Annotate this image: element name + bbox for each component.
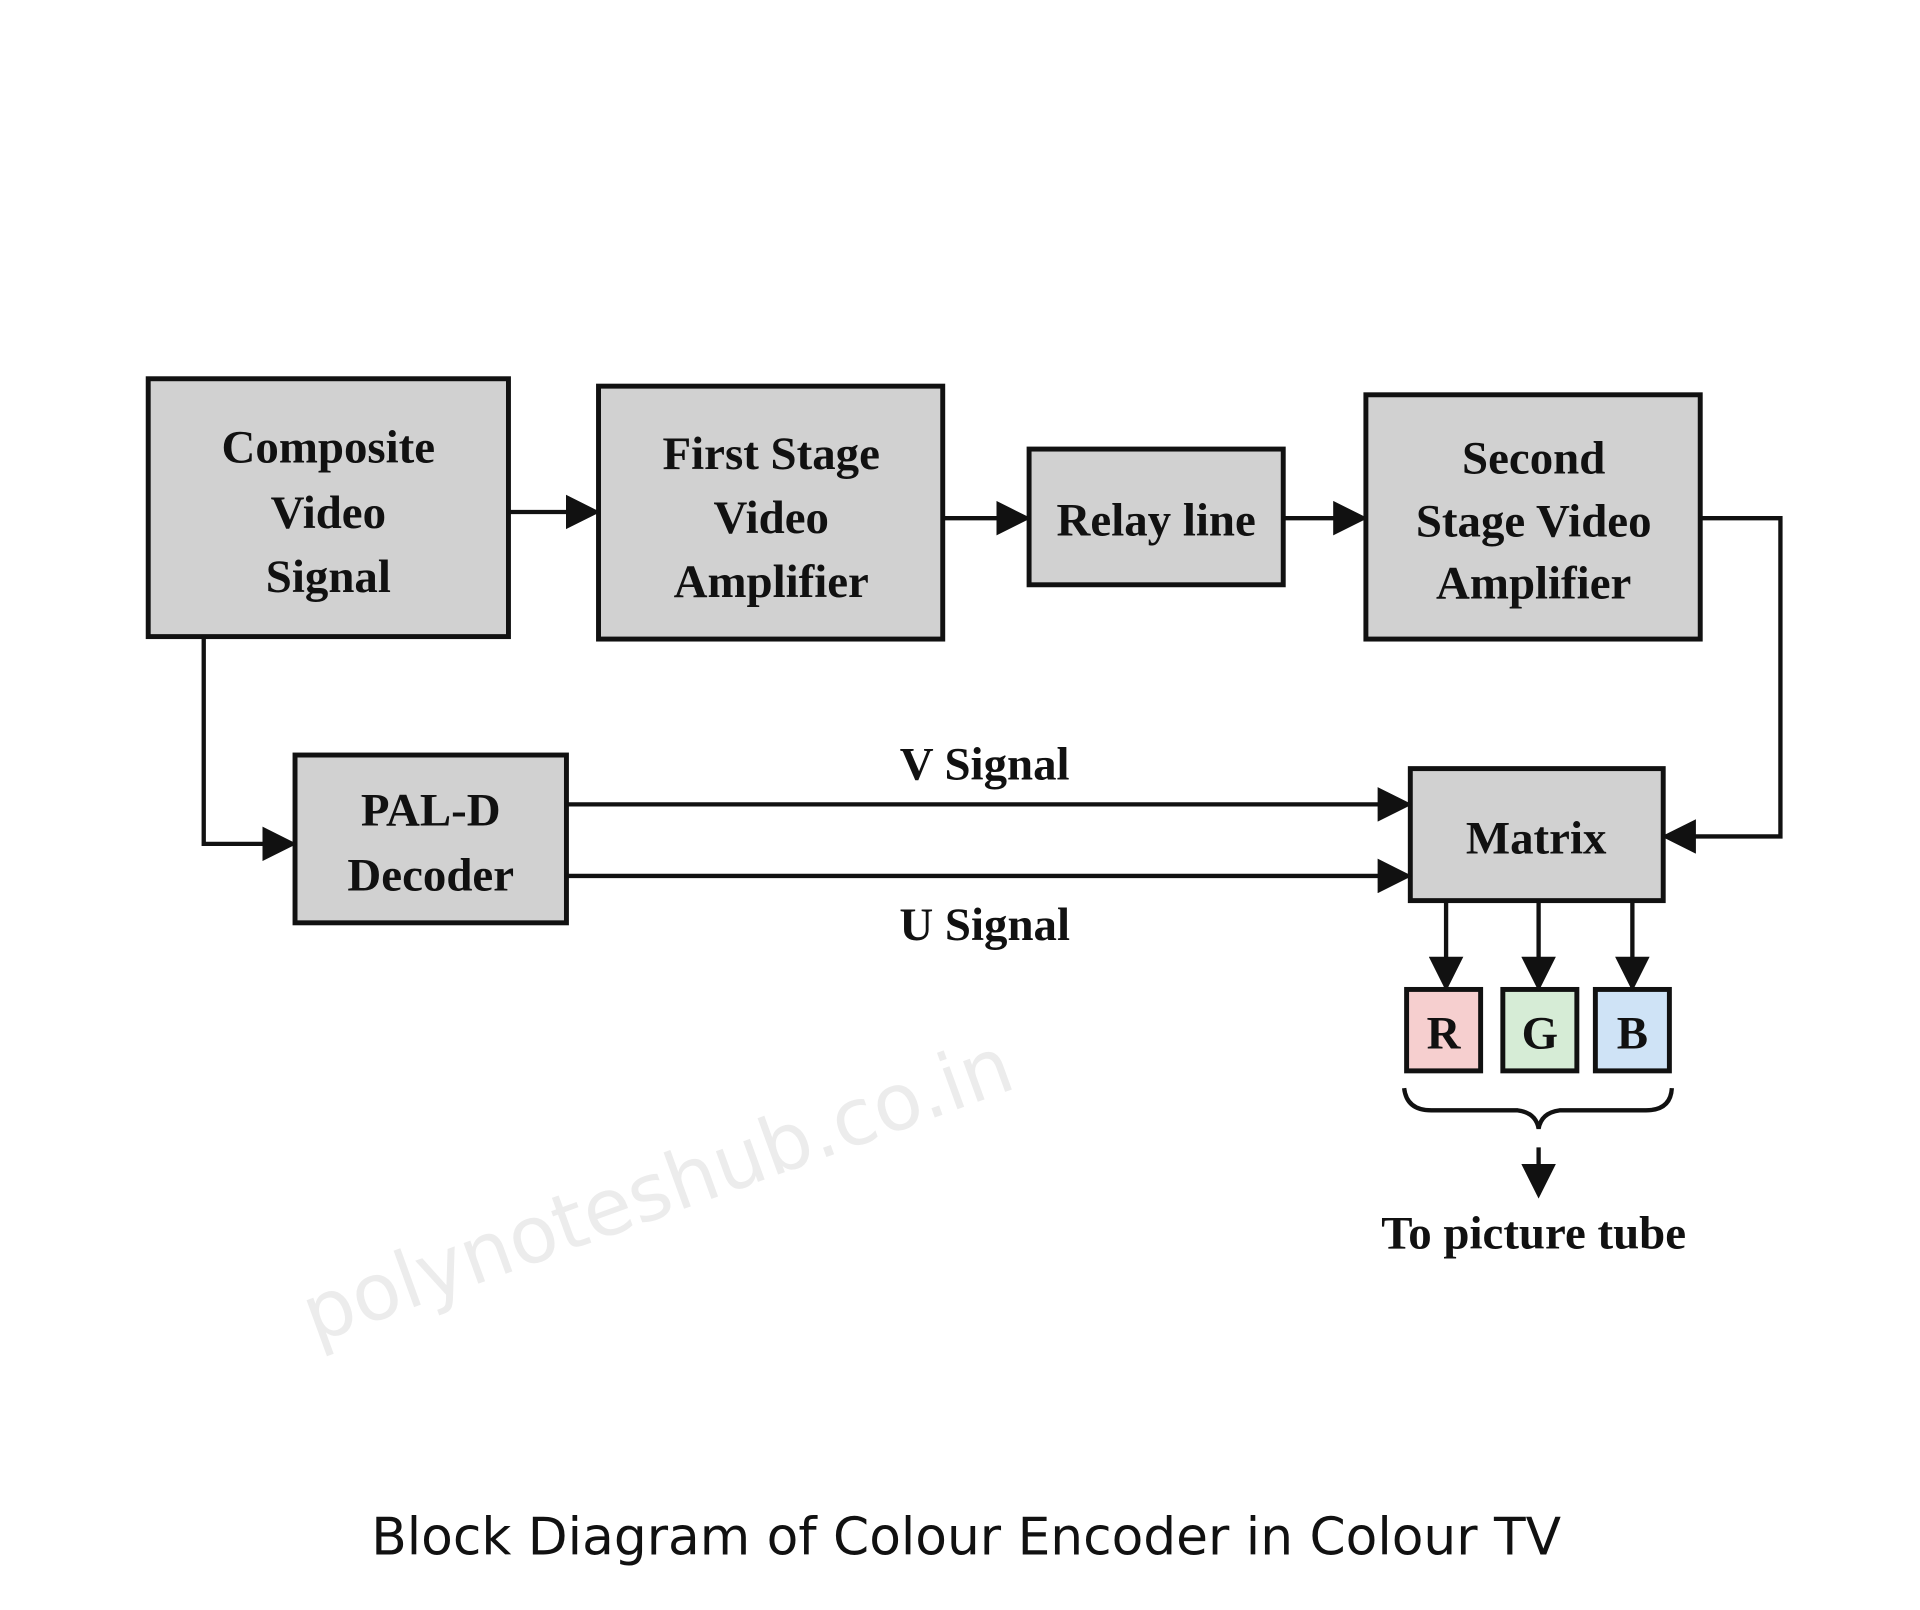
matrix-block: Matrix (1407, 766, 1666, 904)
u-signal-label: U Signal (899, 899, 1070, 951)
block-label: Matrix (1466, 813, 1607, 865)
connections (201, 494, 1783, 1199)
composite-video-signal-block: Composite Video Signal (145, 376, 511, 640)
block-label: Decoder (347, 850, 514, 902)
second-stage-video-amplifier-block: Second Stage Video Amplifier (1363, 392, 1703, 642)
block-label: Amplifier (1436, 557, 1631, 609)
block-label: Video (271, 487, 386, 539)
block-label: Stage Video (1416, 496, 1652, 548)
arrow-composite-to-decoder (201, 636, 297, 862)
to-picture-tube-label: To picture tube (1381, 1208, 1686, 1260)
block-label: Composite (222, 422, 436, 474)
block-label: Amplifier (674, 556, 869, 608)
block-label: Second (1462, 433, 1605, 485)
block-label: Relay line (1057, 494, 1256, 546)
r-output-block: R (1404, 986, 1484, 1074)
block-label: B (1617, 1008, 1648, 1060)
block-label: G (1522, 1008, 1558, 1060)
relay-line-block: Relay line (1026, 446, 1286, 588)
block-label: Video (714, 492, 829, 544)
block-label: R (1427, 1008, 1462, 1060)
diagram-caption: Block Diagram of Colour Encoder in Colou… (371, 1507, 1561, 1567)
watermark: polynoteshub.co.in (290, 1019, 1025, 1362)
brace (1401, 1087, 1675, 1130)
pal-d-decoder-block: PAL-D Decoder (292, 752, 569, 926)
block-label: First Stage (663, 428, 880, 480)
g-output-block: G (1500, 986, 1580, 1074)
block-label: PAL-D (361, 784, 501, 836)
b-output-block: B (1592, 986, 1672, 1074)
arrow-second-stage-to-matrix (1661, 516, 1783, 854)
block-label: Signal (266, 551, 391, 603)
first-stage-video-amplifier-block: First Stage Video Amplifier (596, 383, 946, 642)
v-signal-label: V Signal (900, 739, 1070, 791)
